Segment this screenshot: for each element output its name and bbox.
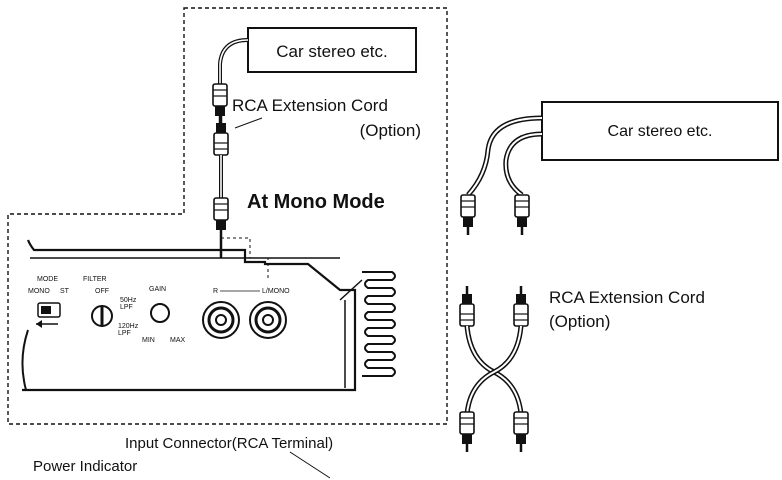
rca-extension-cord-top-label-2: (Option)	[360, 121, 421, 140]
cord-leader-line	[234, 117, 263, 129]
lpf2-label: LPF	[118, 330, 131, 337]
rca-jack-r	[202, 301, 240, 339]
st-label: ST	[60, 288, 70, 295]
input-connector-leader	[289, 451, 331, 479]
car-stereo-box-top: Car stereo etc.	[247, 27, 417, 73]
power-indicator-label: Power Indicator	[33, 458, 137, 475]
rca-jack-lmono	[249, 301, 287, 339]
amplifier-unit	[21, 239, 396, 392]
svg-text:Car stereo etc.: Car stereo etc.	[276, 42, 388, 61]
lpf1-label: LPF	[120, 304, 133, 311]
off-label: OFF	[95, 288, 109, 295]
r-label: R	[213, 288, 218, 295]
gain-knob	[150, 303, 170, 323]
svg-text:Car stereo etc.: Car stereo etc.	[608, 123, 713, 140]
min-label: MIN	[142, 337, 155, 344]
stereo-output-cables-right	[466, 115, 543, 198]
gain-label: GAIN	[149, 286, 166, 293]
max-label: MAX	[170, 337, 186, 344]
mono-mode-dashed-outline	[7, 7, 448, 425]
stereo-output-cable-top	[218, 38, 249, 86]
rca-extension-cord-mono	[212, 113, 230, 258]
rca-extension-cord-pair	[458, 284, 530, 454]
filter-label: FILTER	[83, 276, 107, 283]
mode-switch	[36, 302, 61, 328]
filter-knob	[91, 305, 113, 327]
heatsink-fins	[362, 271, 396, 377]
rca-extension-cord-right-label-2: (Option)	[549, 312, 610, 331]
rca-extension-cord-top-label-1: RCA Extension Cord	[232, 96, 388, 115]
car-stereo-box-right: Car stereo etc.	[541, 101, 779, 161]
lmono-label: L/MONO	[262, 288, 290, 295]
mono-mode-title: At Mono Mode	[247, 191, 385, 213]
input-connector-label: Input Connector(RCA Terminal)	[125, 435, 333, 452]
rca-extension-cord-right-label-1: RCA Extension Cord	[549, 288, 705, 307]
mode-label: MODE	[37, 276, 58, 283]
mono-label: MONO	[28, 288, 50, 295]
hz50-label: 50Hz	[120, 297, 137, 304]
rca-plug-right-l	[459, 193, 477, 237]
rca-plug-right-r	[513, 193, 531, 237]
hz120-label: 120Hz	[118, 323, 139, 330]
